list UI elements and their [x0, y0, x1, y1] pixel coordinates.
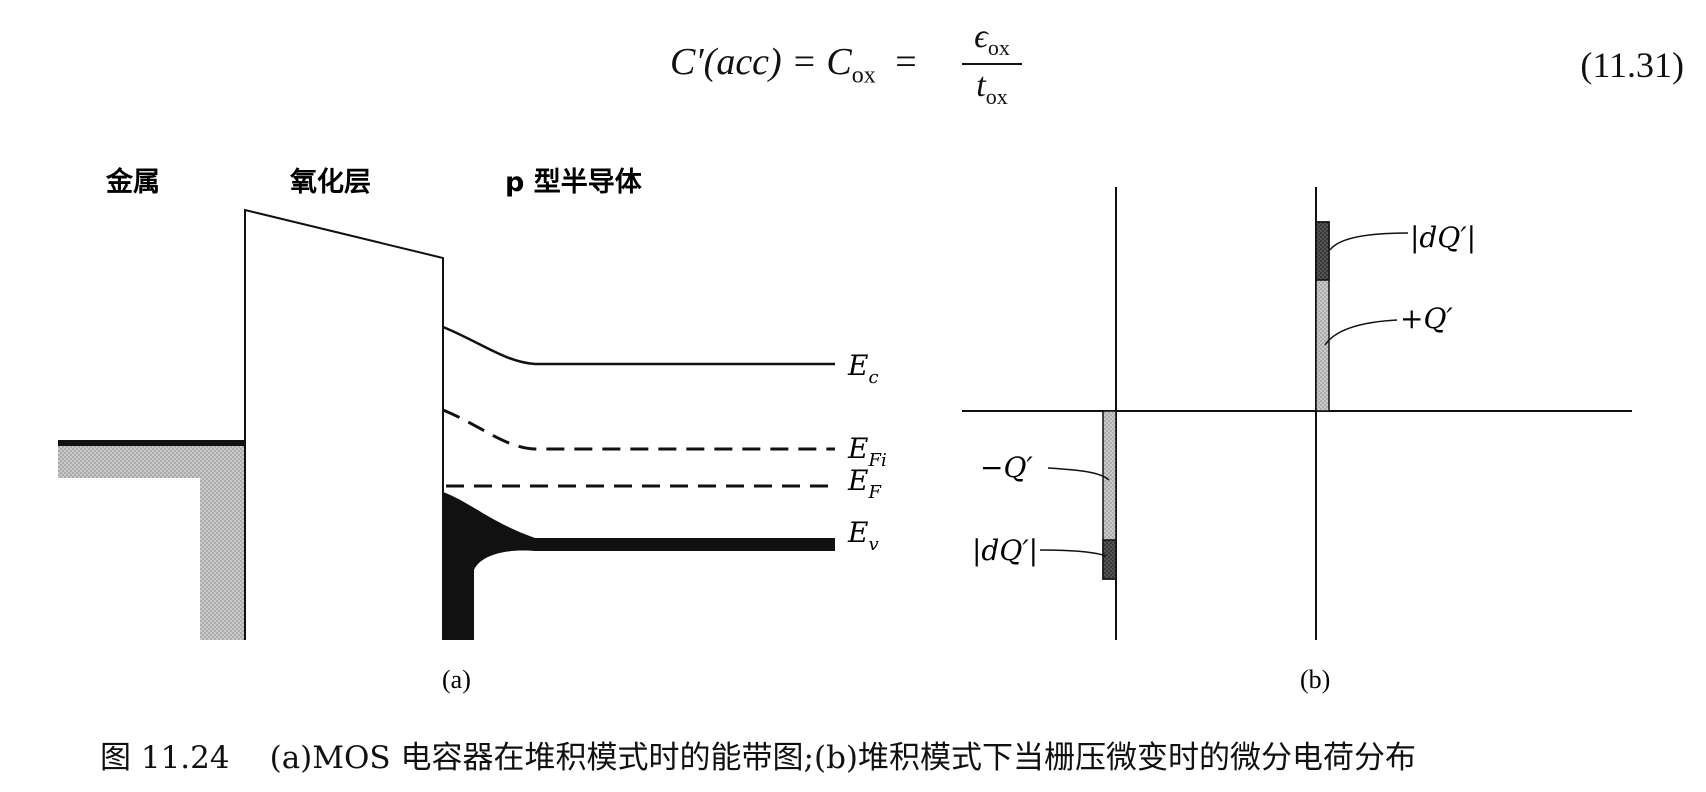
- eq-denominator: tox: [962, 67, 1022, 110]
- eq-den-sub: ox: [985, 83, 1008, 109]
- label-dQ-top: |dQ′|: [1410, 221, 1476, 254]
- dQ-bottom-block: [1102, 539, 1117, 580]
- label-minusQ: −Q′: [980, 451, 1033, 484]
- conduction-band-line: [442, 325, 835, 366]
- figure-number: 图 11.24: [100, 740, 230, 776]
- eq-numerator: ϵox: [962, 18, 1022, 61]
- equation-body: C′(acc) = Cox = ϵox tox: [670, 18, 1022, 109]
- metal-filled-states: [58, 444, 245, 640]
- eq-den-symbol: t: [976, 66, 986, 104]
- valence-band-thick: [443, 492, 835, 640]
- label-plusQ: +Q′: [1400, 302, 1453, 335]
- intrinsic-fermi-line: [442, 408, 835, 451]
- eq-lhs-sub: ox: [851, 62, 876, 89]
- leader-minusQ: [1047, 467, 1110, 481]
- leader-dQ-top: [1329, 232, 1409, 251]
- eq-num-sub: ox: [987, 34, 1010, 60]
- leader-plusQ: [1324, 319, 1398, 346]
- panel-a: 金属 氧化层 p 型半导体 Ec EFi EF Ev (a): [58, 166, 887, 694]
- label-Ev: Ev: [847, 516, 879, 555]
- eq-fraction: ϵox tox: [962, 18, 1022, 110]
- oxide-barrier: [244, 208, 444, 640]
- label-EFi: EFi: [847, 432, 887, 471]
- panel-b: |dQ′| +Q′ −Q′ |dQ′| (b): [962, 187, 1632, 694]
- label-semiconductor: p 型半导体: [505, 167, 643, 198]
- label-EF: EF: [847, 464, 882, 503]
- panel-b-caption: (b): [1300, 665, 1330, 694]
- eq-lhs: C′(acc) = C: [670, 41, 852, 83]
- label-oxide: 氧化层: [289, 167, 371, 198]
- panel-a-caption: (a): [442, 665, 471, 694]
- label-Ec: Ec: [847, 349, 879, 388]
- figure-caption: 图 11.24 (a)MOS 电容器在堆积模式时的能带图;(b)堆积模式下当栅压微…: [100, 732, 1416, 777]
- eq-equals: =: [895, 41, 917, 83]
- equation: C′(acc) = Cox = ϵox tox (11.31): [0, 18, 1706, 128]
- label-metal: 金属: [105, 166, 160, 198]
- label-dQ-bottom: |dQ′|: [972, 534, 1038, 567]
- eq-num-symbol: ϵ: [974, 18, 988, 55]
- eq-fraction-bar: [962, 62, 1022, 65]
- equation-number: (11.31): [1580, 45, 1684, 85]
- figure-caption-text: (a)MOS 电容器在堆积模式时的能带图;(b)堆积模式下当栅压微变时的微分电荷…: [269, 740, 1417, 776]
- leader-dQ-bottom: [1039, 549, 1107, 557]
- dQ-top-block: [1315, 221, 1330, 281]
